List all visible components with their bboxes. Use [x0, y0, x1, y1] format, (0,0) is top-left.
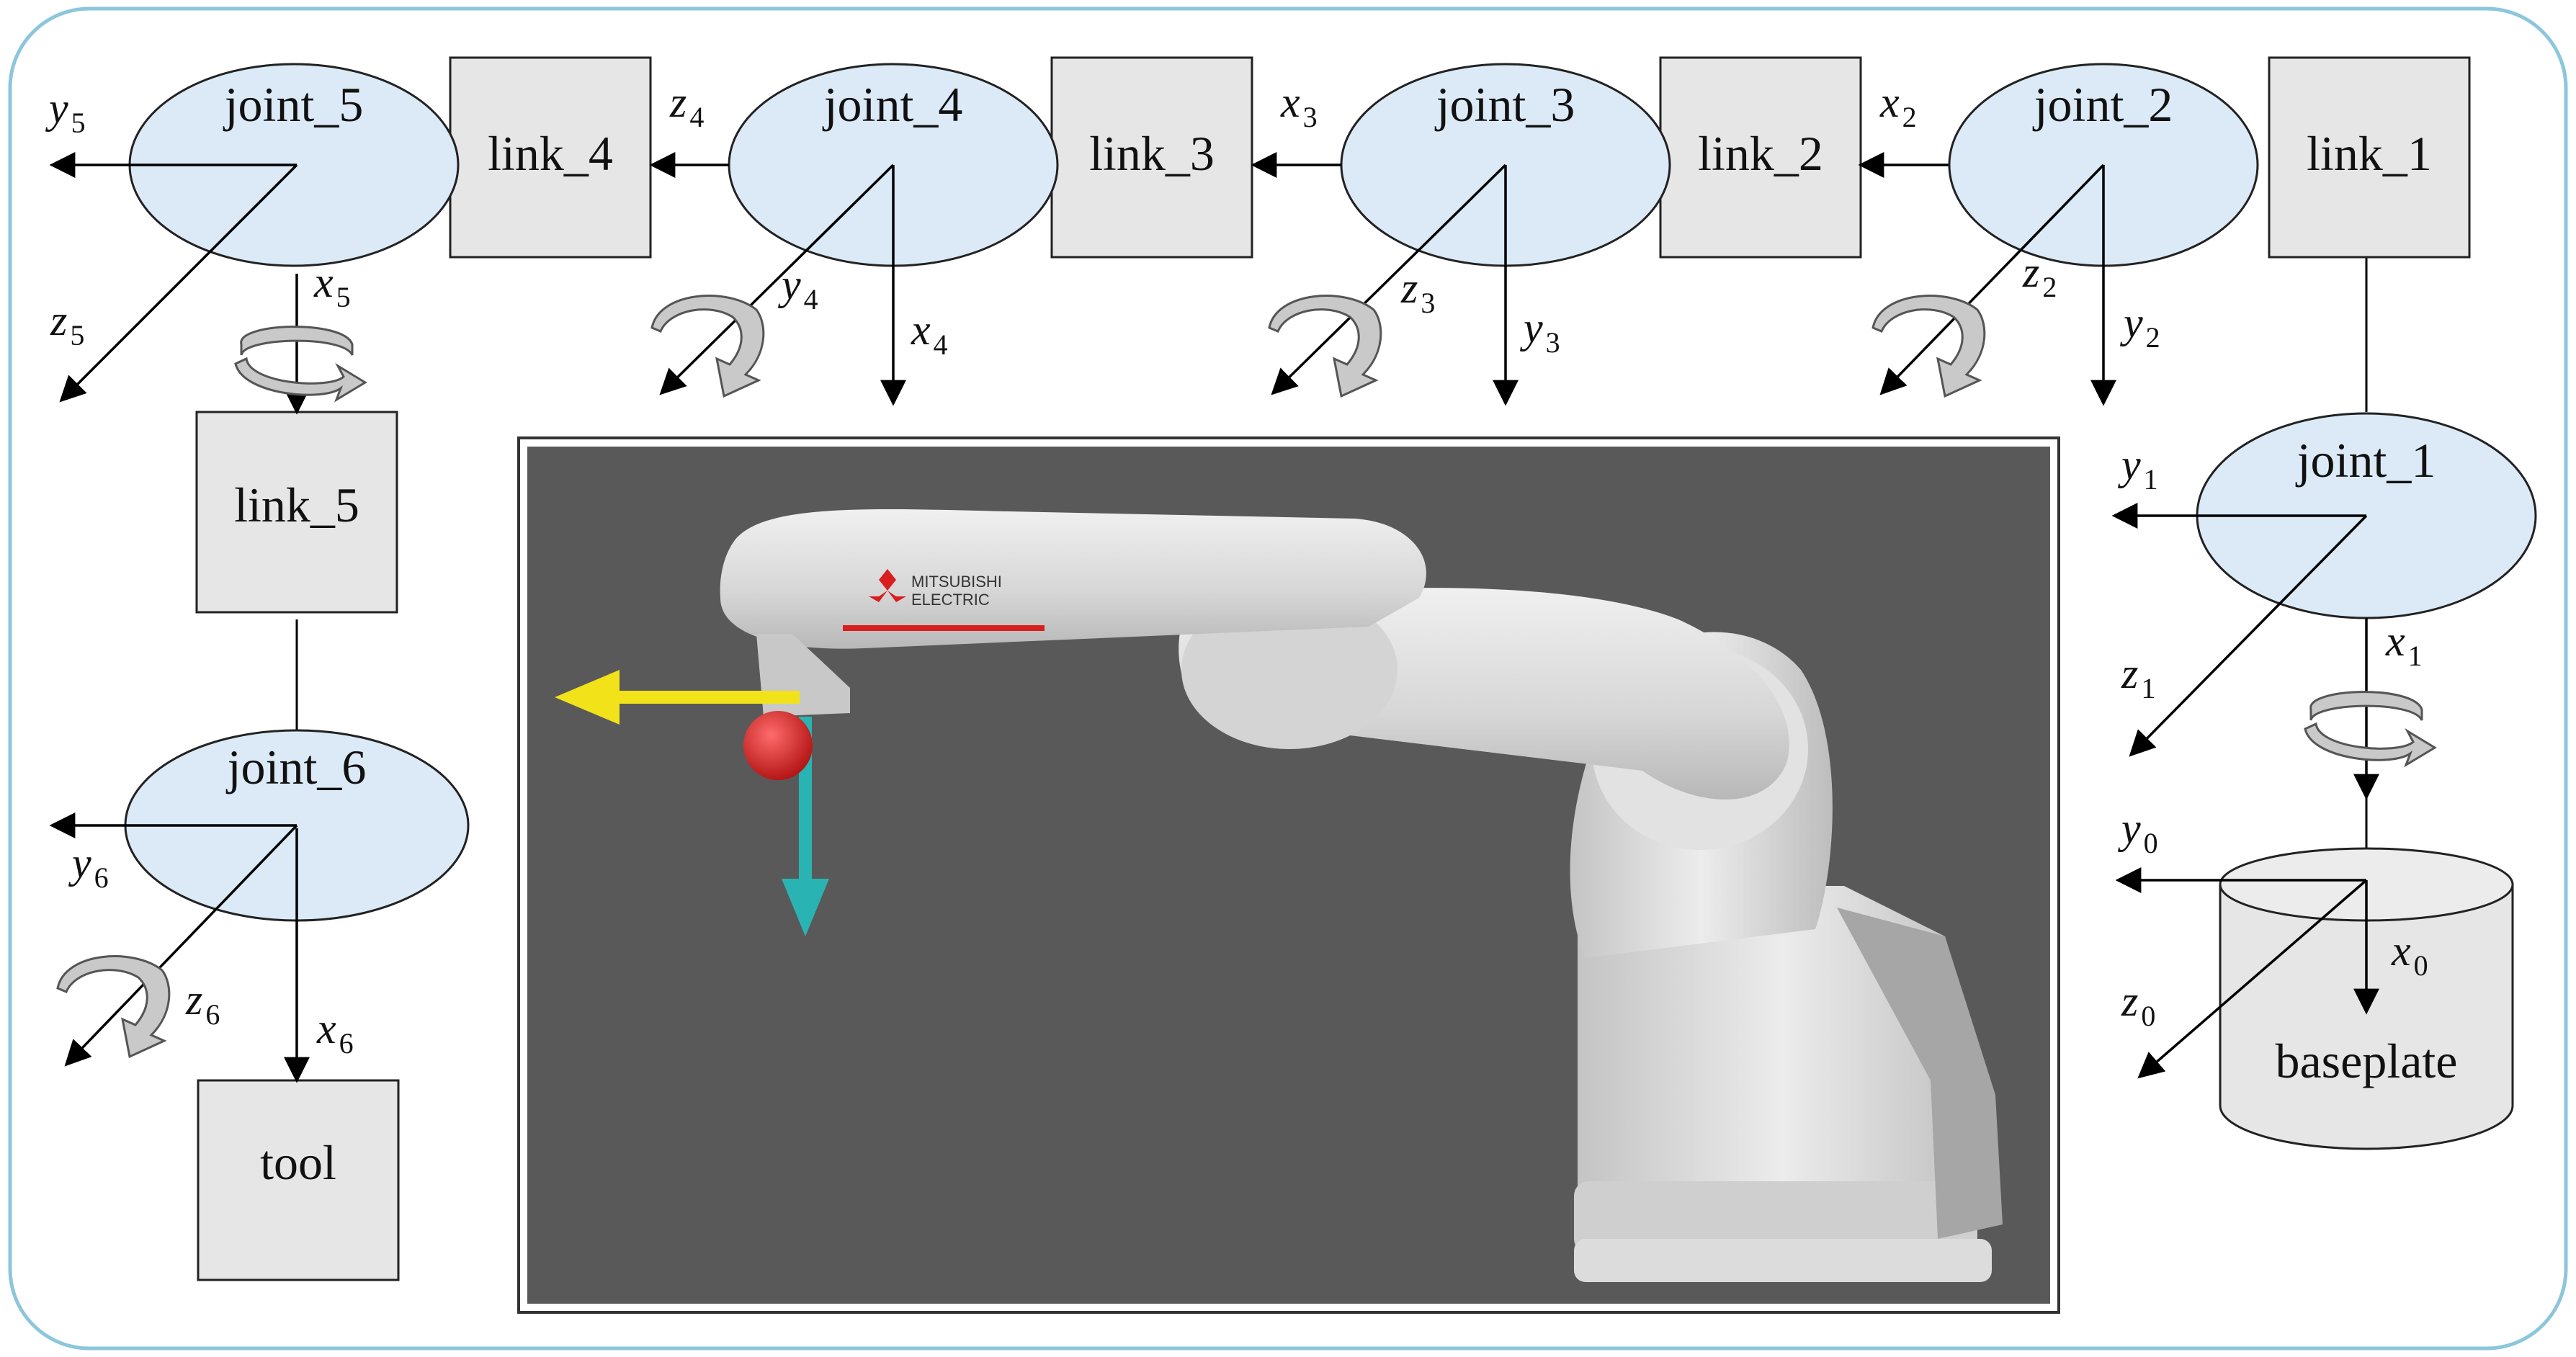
link-2-node: link_2 [1659, 56, 1862, 259]
joint-5-label: joint_5 [223, 77, 364, 132]
chain-arrows [284, 152, 2379, 1083]
svg-text:ELECTRIC: ELECTRIC [911, 591, 990, 609]
link-3-node: link_3 [1050, 56, 1253, 259]
rotation-arrow-icon [1871, 295, 1986, 398]
rotation-arrow-icon [234, 326, 367, 403]
link-5-node: link_5 [195, 411, 398, 614]
mitsubishi-electric-logo: MITSUBISHI ELECTRIC [843, 569, 1045, 631]
tool-frame-gizmo [555, 670, 829, 936]
joint-6-label: joint_6 [226, 740, 367, 794]
link-4-node: link_4 [449, 56, 652, 259]
rotation-arrow-icon [650, 295, 765, 398]
tool-node: tool [197, 1079, 400, 1281]
link-1-node: link_1 [2268, 56, 2471, 259]
link-2-label: link_2 [1698, 126, 1823, 181]
joint-1-label: joint_1 [2296, 433, 2436, 488]
robot-arm-model: MITSUBISHI ELECTRIC [720, 509, 2003, 1282]
robot-render-viewport: MITSUBISHI ELECTRIC [517, 436, 2060, 1314]
link-3-label: link_3 [1089, 126, 1215, 181]
link-1-label: link_1 [2307, 126, 2432, 181]
joint-4-label: joint_4 [823, 77, 963, 132]
joint-2-label: joint_2 [2033, 77, 2173, 132]
rotation-arrow-icon [2304, 691, 2437, 768]
joint-3-label: joint_3 [1435, 77, 1575, 132]
tool-label: tool [260, 1135, 336, 1190]
rotation-arrow-icon [1268, 295, 1382, 398]
link-4-label: link_4 [488, 126, 613, 181]
link-5-label: link_5 [234, 478, 359, 532]
baseplate-label: baseplate [2276, 1034, 2458, 1088]
rotation-arrow-icon [56, 955, 171, 1059]
svg-text:MITSUBISHI: MITSUBISHI [911, 573, 1002, 591]
